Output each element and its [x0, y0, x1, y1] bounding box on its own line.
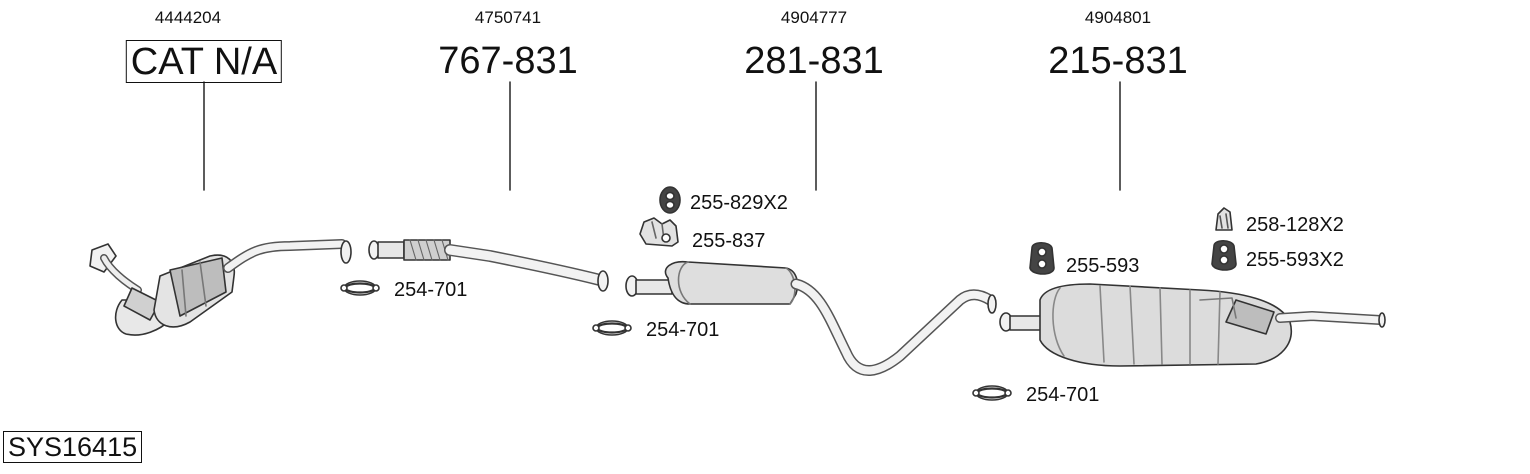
bracket-icon-b — [1215, 207, 1233, 231]
part-number: CAT N/A — [125, 40, 283, 83]
clamp-icon-1 — [340, 280, 380, 296]
part-number: 767-831 — [438, 40, 578, 82]
clamp-label: 254-701 — [646, 319, 720, 341]
rubber-mount-icon-a — [659, 186, 681, 214]
part-number: 215-831 — [1048, 40, 1188, 82]
rubber-mount-icon-b — [1029, 241, 1055, 275]
rubber-mount-label: 255-829X2 — [690, 192, 788, 214]
bracket-label: 255-837 — [692, 230, 766, 252]
rubber-mount-label: 255-593X2 — [1246, 249, 1344, 271]
oem-number: 4750741 — [474, 8, 542, 27]
clamp-label: 254-701 — [394, 279, 468, 301]
oem-number: 4904801 — [1084, 8, 1152, 27]
rubber-mount-label: 255-593 — [1066, 255, 1140, 277]
system-code-badge: SYS16415 — [3, 431, 143, 463]
clamp-icon-2 — [592, 320, 632, 336]
rubber-mount-icon-c — [1211, 239, 1237, 271]
clamp-label: 254-701 — [1026, 384, 1100, 406]
catalytic-converter-part — [89, 239, 352, 336]
rear-silencer-part — [999, 283, 1386, 367]
bracket-label: 258-128X2 — [1246, 214, 1344, 236]
oem-number: 4904777 — [780, 8, 848, 27]
part-number: 281-831 — [744, 40, 884, 82]
front-pipe-part — [368, 239, 609, 292]
clamp-icon-3 — [972, 385, 1012, 401]
center-silencer-part — [625, 260, 997, 376]
oem-number: 4444204 — [154, 8, 222, 27]
bracket-icon-a — [639, 217, 679, 247]
